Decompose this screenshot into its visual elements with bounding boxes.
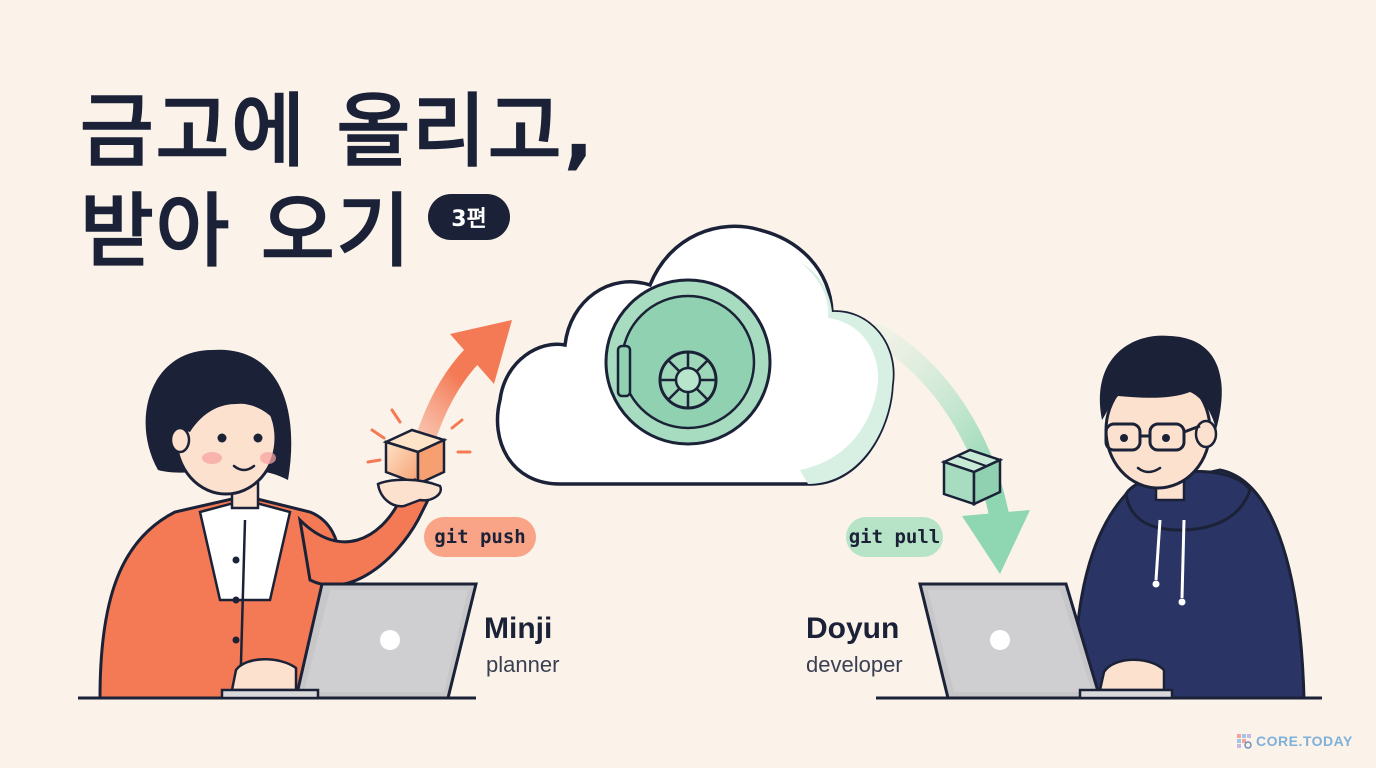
vault-icon — [604, 278, 772, 446]
core-today-logo-icon — [1237, 734, 1252, 749]
git-pull-label: git pull — [846, 517, 943, 557]
minji-name: Minji — [484, 612, 553, 645]
brand-text: CORE.TODAY — [1256, 733, 1353, 749]
package-icon — [940, 448, 1004, 506]
minji-role: planner — [486, 652, 560, 677]
brand-logo: CORE.TODAY — [1236, 733, 1353, 749]
laptop-icon — [220, 582, 478, 700]
title-line-2: 받아 오기 — [80, 185, 413, 278]
laptop-icon — [918, 582, 1174, 700]
person-minji — [98, 349, 443, 700]
doyun-role: developer — [806, 652, 903, 677]
title-line-1: 금고에 올리고, — [80, 85, 596, 178]
package-icon — [366, 408, 472, 486]
person-doyun — [1072, 335, 1306, 700]
git-push-label: git push — [424, 517, 536, 557]
doyun-name: Doyun — [806, 612, 900, 645]
episode-badge: 3편 — [428, 194, 510, 240]
